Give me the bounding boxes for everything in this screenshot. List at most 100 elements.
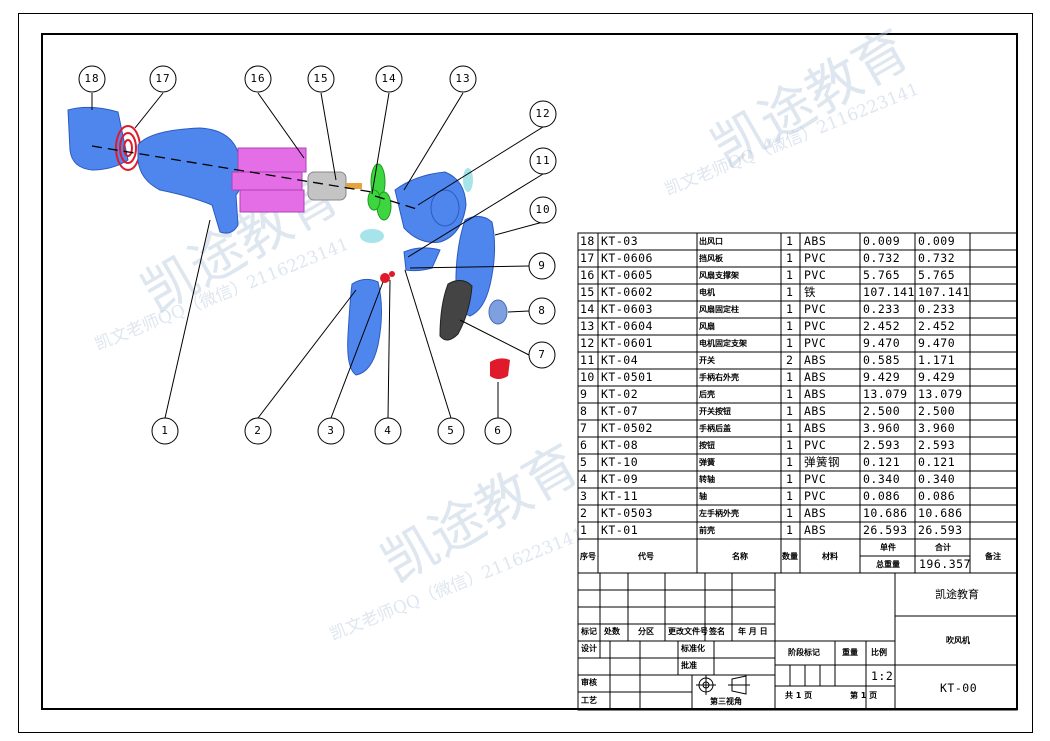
bom-header-no: 序号 xyxy=(580,552,596,561)
tb-mark: 标记 xyxy=(581,627,597,636)
bom-cell-material: PVC xyxy=(804,336,827,350)
bom-cell-qty: 1 xyxy=(786,523,794,537)
bom-cell-total: 0.732 xyxy=(918,251,956,265)
bom-cell-no: 10 xyxy=(580,370,595,384)
drawing-scale: 1:2 xyxy=(871,669,894,683)
part-motor xyxy=(307,171,347,201)
tb-change-doc: 更改文件号 xyxy=(668,627,708,636)
bom-cell-no: 15 xyxy=(580,285,595,299)
bom-cell-code: KT-09 xyxy=(601,472,639,486)
callout-10: 10 xyxy=(535,203,551,216)
tb-zone: 分区 xyxy=(638,627,654,636)
callout-6: 6 xyxy=(494,424,502,437)
tb-design: 设计 xyxy=(581,644,597,653)
bom-cell-material: PVC xyxy=(804,302,827,316)
drawing-name: 吹风机 xyxy=(946,636,970,645)
bom-cell-code: KT-0605 xyxy=(601,268,653,282)
bom-cell-total: 9.470 xyxy=(918,336,956,350)
bom-cell-name: 按钮 xyxy=(699,441,715,450)
bom-cell-total: 0.233 xyxy=(918,302,956,316)
bom-header-total-weight: 总重量 xyxy=(876,560,900,569)
bom-cell-code: KT-0603 xyxy=(601,302,653,316)
part-handle-cover xyxy=(439,280,473,341)
bom-cell-total: 5.765 xyxy=(918,268,956,282)
callout-12: 12 xyxy=(535,107,551,120)
bom-cell-no: 3 xyxy=(580,489,588,503)
bom-cell-code: KT-0601 xyxy=(601,336,653,350)
bom-cell-qty: 1 xyxy=(786,319,794,333)
callout-7: 7 xyxy=(538,348,546,361)
bom-cell-unit: 0.009 xyxy=(863,234,901,248)
bom-cell-material: ABS xyxy=(804,421,827,435)
tb-total-sheets: 共 1 页 xyxy=(785,691,813,700)
bom-cell-qty: 1 xyxy=(786,489,794,503)
part-motor-shaft xyxy=(346,183,362,189)
bom-cell-total: 107.141 xyxy=(918,285,970,299)
part-switch xyxy=(463,168,473,192)
bom-cell-qty: 1 xyxy=(786,285,794,299)
bom-cell-name: 弹簧 xyxy=(699,458,715,467)
bom-cell-total: 0.121 xyxy=(918,455,956,469)
bom-cell-no: 6 xyxy=(580,438,588,452)
leader-lines xyxy=(91,92,544,419)
bom-header-total: 合计 xyxy=(935,543,951,552)
bom-cell-total: 10.686 xyxy=(918,506,963,520)
bom-cell-unit: 3.960 xyxy=(863,421,901,435)
bom-cell-qty: 2 xyxy=(786,353,794,367)
bom-cell-code: KT-11 xyxy=(601,489,639,503)
bom-cell-no: 16 xyxy=(580,268,595,282)
bom-cell-name: 挡风板 xyxy=(699,254,723,263)
part-baffle xyxy=(115,125,141,171)
bom-cell-qty: 1 xyxy=(786,336,794,350)
bom-cell-total: 26.593 xyxy=(918,523,963,537)
bom-cell-no: 7 xyxy=(580,421,588,435)
bom-cell-code: KT-03 xyxy=(601,234,639,248)
callout-13: 13 xyxy=(455,72,471,85)
callout-circles xyxy=(78,65,557,445)
bom-cell-qty: 1 xyxy=(786,387,794,401)
callout-17: 17 xyxy=(155,72,171,85)
outer-border xyxy=(18,13,1033,733)
bom-cell-material: PVC xyxy=(804,472,827,486)
bom-cell-material: PVC xyxy=(804,489,827,503)
bom-cell-qty: 1 xyxy=(786,455,794,469)
part-front-shell xyxy=(137,127,243,234)
bom-cell-no: 18 xyxy=(580,234,595,248)
bom-cell-no: 4 xyxy=(580,472,588,486)
bom-cell-total: 2.593 xyxy=(918,438,956,452)
tb-stage-mark: 阶段标记 xyxy=(788,648,820,657)
bom-cell-qty: 1 xyxy=(786,472,794,486)
bom-cell-total: 9.429 xyxy=(918,370,956,384)
part-switch xyxy=(360,229,384,243)
bom-header-qty: 数量 xyxy=(782,552,798,561)
axis-center-lines xyxy=(91,145,421,211)
bom-cell-code: KT-10 xyxy=(601,455,639,469)
bom-cell-name: 轴 xyxy=(699,492,707,501)
bom-cell-qty: 1 xyxy=(786,251,794,265)
callout-4: 4 xyxy=(384,424,392,437)
callout-16: 16 xyxy=(250,72,266,85)
tb-sheet: 第 1 页 xyxy=(850,691,878,700)
bom-cell-material: 铁 xyxy=(804,285,816,299)
callout-14: 14 xyxy=(381,72,397,85)
tb-approve: 批准 xyxy=(681,661,697,670)
bom-cell-code: KT-02 xyxy=(601,387,639,401)
bom-cell-code: KT-0503 xyxy=(601,506,653,520)
bom-cell-code: KT-07 xyxy=(601,404,639,418)
bom-cell-code: KT-01 xyxy=(601,523,639,537)
part-axis xyxy=(380,273,390,283)
bom-cell-no: 8 xyxy=(580,404,588,418)
part-pivot xyxy=(389,271,395,277)
callout-1: 1 xyxy=(161,424,169,437)
bom-cell-qty: 1 xyxy=(786,438,794,452)
bom-cell-total: 2.452 xyxy=(918,319,956,333)
bom-cell-no: 14 xyxy=(580,302,595,316)
bom-cell-total: 3.960 xyxy=(918,421,956,435)
bom-cell-code: KT-0606 xyxy=(601,251,653,265)
bom-cell-unit: 26.593 xyxy=(863,523,908,537)
bom-total-weight-value: 196.357 xyxy=(919,557,971,571)
bom-cell-material: ABS xyxy=(804,523,827,537)
part-switch-button xyxy=(488,299,508,325)
bom-row-lines xyxy=(578,249,1017,540)
